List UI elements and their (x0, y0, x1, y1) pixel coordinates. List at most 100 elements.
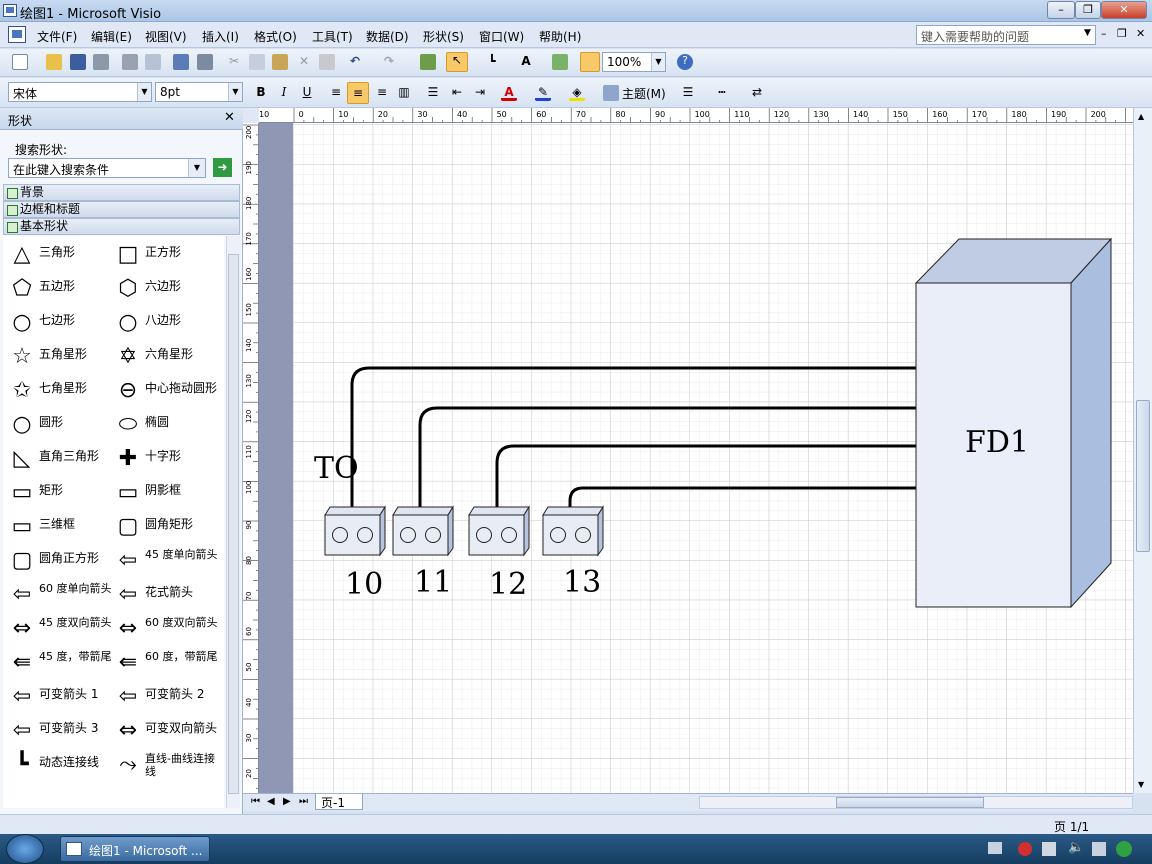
undo-icon[interactable]: ↶ (349, 54, 361, 68)
shape-item[interactable]: ☆五角星形 (9, 344, 114, 372)
italic-icon[interactable]: I (281, 85, 287, 99)
shape-item[interactable]: ○八边形 (115, 310, 220, 338)
document-icon[interactable] (8, 26, 26, 43)
zoom-combo[interactable]: 100% ▼ (602, 52, 666, 72)
shape-item[interactable]: ✚十字形 (115, 446, 220, 474)
visio-app-icon[interactable] (3, 4, 17, 17)
shapes-scrollbar[interactable] (226, 236, 240, 808)
next-page-icon[interactable]: ▶ (283, 796, 291, 807)
menu-data[interactable]: 数据(D) (366, 30, 409, 44)
shapes-panel-close-icon[interactable]: ✕ (224, 110, 235, 125)
align-center-icon[interactable]: ≡ (347, 82, 369, 104)
shape-item[interactable]: ▢圆角矩形 (115, 514, 220, 542)
copy-icon[interactable] (249, 54, 265, 70)
outlet-box[interactable] (392, 505, 454, 557)
underline-icon[interactable]: U (302, 85, 312, 99)
font-dropdown-icon[interactable]: ▼ (137, 83, 151, 101)
open-icon[interactable] (46, 54, 62, 70)
menu-edit[interactable]: 编辑(E) (91, 30, 132, 44)
paste-icon[interactable] (272, 54, 288, 70)
first-page-icon[interactable]: ⏮ (251, 796, 260, 807)
stencil-borders-titles[interactable]: 边框和标题 (3, 201, 240, 218)
line-ends-icon[interactable]: ⇄ (751, 85, 763, 99)
zoom-dropdown-icon[interactable]: ▼ (651, 53, 665, 71)
outlet-label[interactable]: 11 (414, 565, 453, 600)
page-tab[interactable]: 页-1 (315, 794, 363, 810)
shape-item[interactable]: ⇦45 度单向箭头 (115, 548, 220, 576)
shape-item[interactable]: △三角形 (9, 242, 114, 270)
menu-insert[interactable]: 插入(I) (202, 30, 239, 44)
help-search-input[interactable]: 键入需要帮助的问题 (916, 25, 1096, 45)
text-tool-icon[interactable]: A (521, 54, 531, 68)
maximize-button[interactable]: ❐ (1075, 1, 1101, 19)
vertical-scrollbar[interactable]: ▲ ▼ (1133, 108, 1152, 793)
taskbar-visio-button[interactable]: 绘图1 - Microsoft ... (60, 836, 210, 862)
save-icon[interactable] (70, 54, 86, 70)
cable-line[interactable] (350, 366, 916, 515)
line-pattern-icon[interactable]: ┅ (718, 85, 726, 99)
cable-line[interactable] (495, 444, 916, 515)
cut-icon[interactable]: ✂ (228, 54, 240, 68)
shape-item[interactable]: ⇦花式箭头 (115, 582, 220, 610)
outlet-box[interactable] (324, 505, 386, 557)
pointer-tool-icon[interactable]: ↖ (446, 52, 468, 72)
shape-item[interactable]: ○圆形 (9, 412, 114, 440)
drawing-tools-icon[interactable] (552, 54, 568, 70)
bold-icon[interactable]: B (256, 85, 266, 99)
shape-item[interactable]: ⇚60 度，带箭尾 (115, 650, 220, 678)
tray-status-icon[interactable] (1116, 841, 1132, 857)
shape-item[interactable]: ⇦60 度单向箭头 (9, 582, 114, 610)
volume-icon[interactable]: 🔈 (1068, 840, 1085, 855)
theme-label[interactable]: 主题(M) (622, 87, 666, 101)
menu-help[interactable]: 帮助(H) (539, 30, 582, 44)
search-go-icon[interactable]: ➜ (213, 158, 232, 177)
shape-item[interactable]: □正方形 (115, 242, 220, 270)
permission-icon[interactable] (93, 54, 109, 70)
menu-format[interactable]: 格式(O) (254, 30, 297, 44)
increase-indent-icon[interactable]: ⇥ (474, 85, 486, 99)
outlet-box[interactable] (542, 505, 604, 557)
shape-item[interactable]: ⇔可变双向箭头 (115, 718, 220, 746)
last-page-icon[interactable]: ⏭ (299, 796, 308, 807)
shape-item[interactable]: ○七边形 (9, 310, 114, 338)
shape-item[interactable]: ▭阴影框 (115, 480, 220, 508)
search-dropdown-icon[interactable]: ▼ (188, 159, 205, 177)
line-color-icon[interactable]: ✎ (535, 85, 551, 101)
font-color-icon[interactable]: A (501, 85, 517, 101)
search-shapes-input[interactable]: 在此键入搜索条件 (8, 158, 206, 178)
prev-page-icon[interactable]: ◀ (267, 796, 275, 807)
stencil-basic-shapes[interactable]: 基本形状 (3, 218, 240, 235)
font-combo[interactable]: 宋体 ▼ (8, 82, 152, 102)
format-painter-icon[interactable] (319, 54, 335, 70)
fd1-label[interactable]: FD1 (965, 425, 1029, 460)
shape-item[interactable]: ▢圆角正方形 (9, 548, 114, 576)
horizontal-scroll-thumb[interactable] (836, 797, 984, 808)
horizontal-scrollbar[interactable] (699, 796, 1133, 809)
box-front-face[interactable] (915, 282, 1072, 608)
shape-item[interactable]: ⬡六边形 (115, 276, 220, 304)
action-center-icon[interactable] (1092, 842, 1106, 856)
shape-item[interactable]: ⇚45 度，带箭尾 (9, 650, 114, 678)
shape-item[interactable]: ⇔45 度双向箭头 (9, 616, 114, 644)
cable-line[interactable] (568, 486, 916, 513)
menu-tools[interactable]: 工具(T) (312, 30, 353, 44)
new-icon[interactable] (12, 54, 28, 70)
network-icon[interactable] (1042, 842, 1056, 856)
menu-shape[interactable]: 形状(S) (423, 30, 464, 44)
print-icon[interactable] (122, 54, 138, 70)
shape-item[interactable]: ┗动态连接线 (9, 752, 114, 780)
align-left-icon[interactable]: ≡ (330, 85, 342, 99)
keyboard-icon[interactable] (988, 842, 1002, 854)
box-side-face[interactable] (1070, 237, 1112, 609)
shape-item[interactable]: ⇦可变箭头 2 (115, 684, 220, 712)
font-size-dropdown-icon[interactable]: ▼ (228, 83, 242, 101)
menu-view[interactable]: 视图(V) (145, 30, 187, 44)
shape-item[interactable]: ⇦可变箭头 3 (9, 718, 114, 746)
shapes-window-icon[interactable] (420, 54, 436, 70)
shape-item[interactable]: ⬭椭圆 (115, 412, 220, 440)
close-button[interactable]: ✕ (1101, 1, 1147, 19)
start-button[interactable] (6, 834, 44, 864)
doc-restore-button[interactable]: ❐ (1117, 27, 1127, 40)
align-right-icon[interactable]: ≡ (376, 85, 388, 99)
drawing-canvas[interactable]: TO 10 11 12 13 FD1 (259, 123, 1133, 793)
